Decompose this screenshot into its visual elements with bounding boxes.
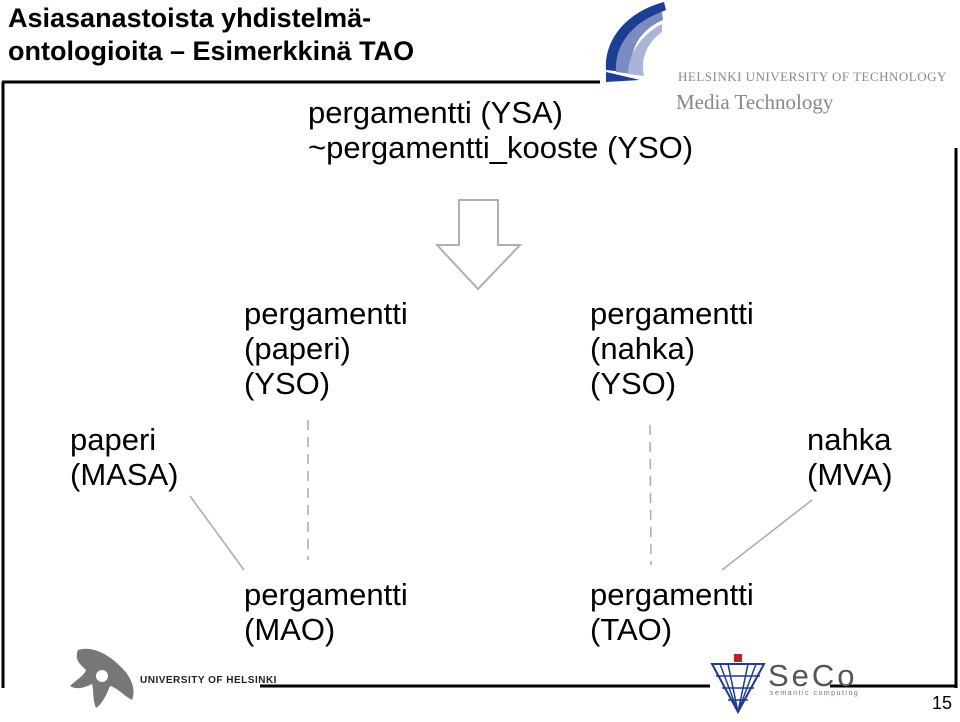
hut-logo-unit: Media Technology <box>676 90 834 114</box>
connector-mva-tao <box>721 499 813 571</box>
yso-paper-concept: pergamentti (paperi) (YSO) <box>244 296 408 401</box>
hut-logo-icon <box>605 2 666 82</box>
slide-title: Asiasanastoista yhdistelmä- ontologioita… <box>8 3 415 66</box>
source-terms: pergamentti (YSA) ~pergamentti_kooste (Y… <box>308 95 694 165</box>
mao-concept: pergamentti (MAO) <box>244 577 408 647</box>
uh-logo-name: UNIVERSITY OF HELSINKI <box>140 675 277 686</box>
masa-concept: paperi (MASA) <box>70 422 179 492</box>
hut-logo-name: HELSINKI UNIVERSITY OF TECHNOLOGY <box>678 69 947 84</box>
page-number: 15 <box>931 693 952 713</box>
seco-logo-name: SeCo <box>768 658 858 693</box>
uh-logo-icon <box>70 648 134 708</box>
mva-concept: nahka (MVA) <box>807 422 893 492</box>
seco-logo-tagline: semantic computing <box>770 690 860 697</box>
seco-logo-icon <box>710 654 766 715</box>
tao-concept: pergamentti (TAO) <box>590 577 754 647</box>
dashed-connector-right <box>649 424 652 566</box>
yso-leather-concept: pergamentti (nahka) (YSO) <box>590 296 754 401</box>
down-arrow-icon <box>434 199 523 291</box>
connector-masa-mao <box>189 495 245 571</box>
